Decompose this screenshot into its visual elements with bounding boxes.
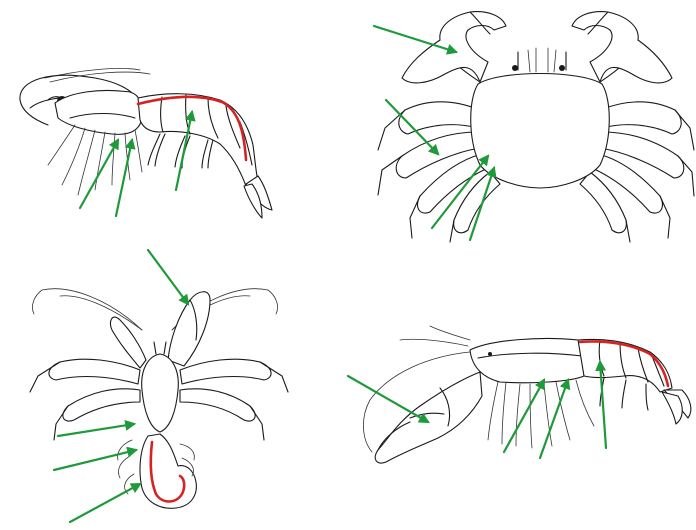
lobster-carapace xyxy=(470,338,586,382)
lobster-panel xyxy=(348,326,691,463)
hermit-large-claw xyxy=(168,292,210,366)
hermit-right-legs xyxy=(180,359,288,440)
hermit-arrow-1 xyxy=(148,250,188,304)
hermit-left-legs xyxy=(30,359,140,440)
hermit-arrow-2 xyxy=(58,424,134,436)
lobster-claw xyxy=(375,372,482,463)
shrimp-abdomen xyxy=(138,94,258,186)
crab-carapace xyxy=(471,74,610,189)
crab-eyestalks xyxy=(512,48,566,72)
shrimp-tail-fan xyxy=(244,176,272,218)
lobster-tail-fan xyxy=(662,390,691,424)
lobster-arrow-1 xyxy=(348,376,428,422)
lobster-legs xyxy=(488,380,594,448)
shrimp-panel xyxy=(20,68,272,218)
hermit-arrow-4 xyxy=(70,484,140,522)
lobster-arrow-2 xyxy=(504,380,544,452)
crab-left-claw xyxy=(402,12,506,83)
hermit-arrow-3 xyxy=(54,450,136,470)
lobster-arrow-3 xyxy=(540,380,568,458)
shrimp-carapace xyxy=(55,90,142,134)
lobster-swimmerets xyxy=(600,378,648,410)
hermit-antennae xyxy=(32,289,277,330)
hermit-crab-panel xyxy=(30,250,288,522)
hermit-small-claw xyxy=(110,317,146,368)
crab-panel xyxy=(374,12,694,242)
crab-right-claw xyxy=(572,12,672,83)
